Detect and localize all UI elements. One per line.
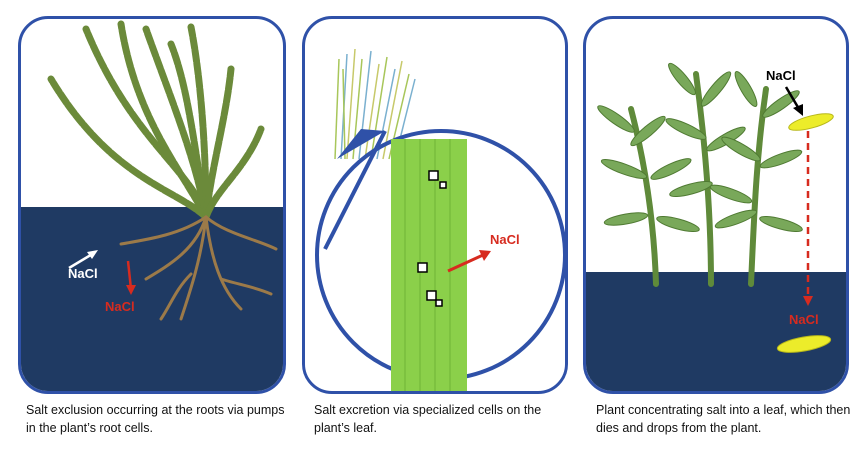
salt-glands xyxy=(417,170,447,307)
nacl-excretion-arrowhead xyxy=(479,250,491,261)
nacl-bottom-label: NaCl xyxy=(789,312,819,327)
nacl-pointer-arrow xyxy=(784,86,801,110)
panel-salt-excretion: NaCl xyxy=(302,16,568,394)
nacl-pointer-arrowhead xyxy=(793,104,803,116)
dropped-leaf xyxy=(776,335,832,353)
panel-salt-exclusion: NaCl NaCl xyxy=(18,16,286,394)
nacl-excretion-arrow xyxy=(447,253,484,273)
nacl-out-arrowhead xyxy=(126,285,136,295)
magnify-line xyxy=(323,130,387,250)
nacl-in-label: NaCl xyxy=(68,266,98,281)
plant-roots xyxy=(119,215,278,321)
salt-excretion-illustration: NaCl xyxy=(315,48,565,391)
nacl-label: NaCl xyxy=(490,232,520,247)
salt-concentration-illustration: NaCl NaCl xyxy=(586,62,846,391)
leaf-blade xyxy=(391,139,467,391)
plant-leaves xyxy=(597,62,803,232)
soil-area xyxy=(586,272,846,391)
caption-salt-exclusion: Salt exclusion occurring at the roots vi… xyxy=(26,403,285,435)
salt-exclusion-illustration: NaCl NaCl xyxy=(21,20,283,391)
nacl-in-arrowhead xyxy=(87,250,98,259)
salt-laden-leaf xyxy=(788,113,834,131)
nacl-out-label: NaCl xyxy=(105,299,135,314)
caption-salt-excretion: Salt excretion via specialized cells on … xyxy=(314,403,542,435)
caption-salt-concentration: Plant concentrating salt into a leaf, wh… xyxy=(596,403,851,435)
plant-stems xyxy=(47,20,265,221)
nacl-top-label: NaCl xyxy=(766,68,796,83)
falling-leaf-arrowhead xyxy=(803,296,813,306)
soil-area xyxy=(21,207,283,391)
panel-salt-concentration: NaCl NaCl xyxy=(583,16,849,394)
nacl-out-arrow xyxy=(126,260,133,290)
magnify-pointer xyxy=(337,129,385,159)
grass-tuft xyxy=(334,48,416,160)
